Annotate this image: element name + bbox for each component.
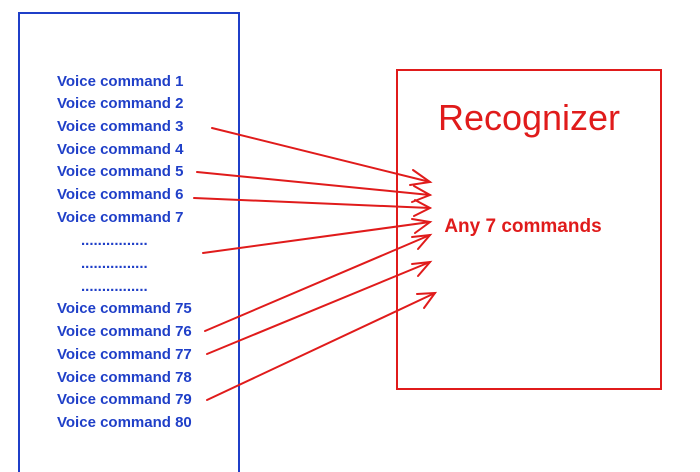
command-item-6: Voice command 6 [57, 186, 184, 203]
command-item-78: Voice command 78 [57, 369, 192, 386]
ellipsis-row-3: ................ [81, 278, 148, 295]
arrow-from-command-3 [211, 127, 433, 186]
command-item-76: Voice command 76 [57, 323, 192, 340]
command-item-5: Voice command 5 [57, 163, 184, 180]
arrow-from-command-76 [204, 233, 433, 332]
command-item-1: Voice command 1 [57, 73, 184, 90]
recognizer-subtitle: Any 7 commands [444, 216, 602, 237]
command-item-75: Voice command 75 [57, 300, 192, 317]
arrow-from-command-79 [206, 291, 438, 401]
command-item-4: Voice command 4 [57, 141, 184, 158]
ellipsis-row-2: ................ [81, 255, 148, 272]
command-item-80: Voice command 80 [57, 414, 192, 431]
recognizer-title: Recognizer [437, 97, 621, 138]
command-item-7: Voice command 7 [57, 209, 184, 226]
arrows-layer [193, 127, 438, 401]
arrow-from-ellipsis [202, 218, 433, 254]
command-item-77: Voice command 77 [57, 346, 192, 363]
command-list-box [18, 12, 240, 472]
command-item-2: Voice command 2 [57, 95, 184, 112]
arrow-from-command-77 [206, 260, 433, 355]
arrow-from-command-5 [196, 171, 433, 203]
ellipsis-row-1: ................ [81, 232, 148, 249]
command-item-79: Voice command 79 [57, 391, 192, 408]
arrow-from-command-6 [193, 197, 433, 217]
recognizer-box [396, 69, 662, 390]
command-item-3: Voice command 3 [57, 118, 184, 135]
